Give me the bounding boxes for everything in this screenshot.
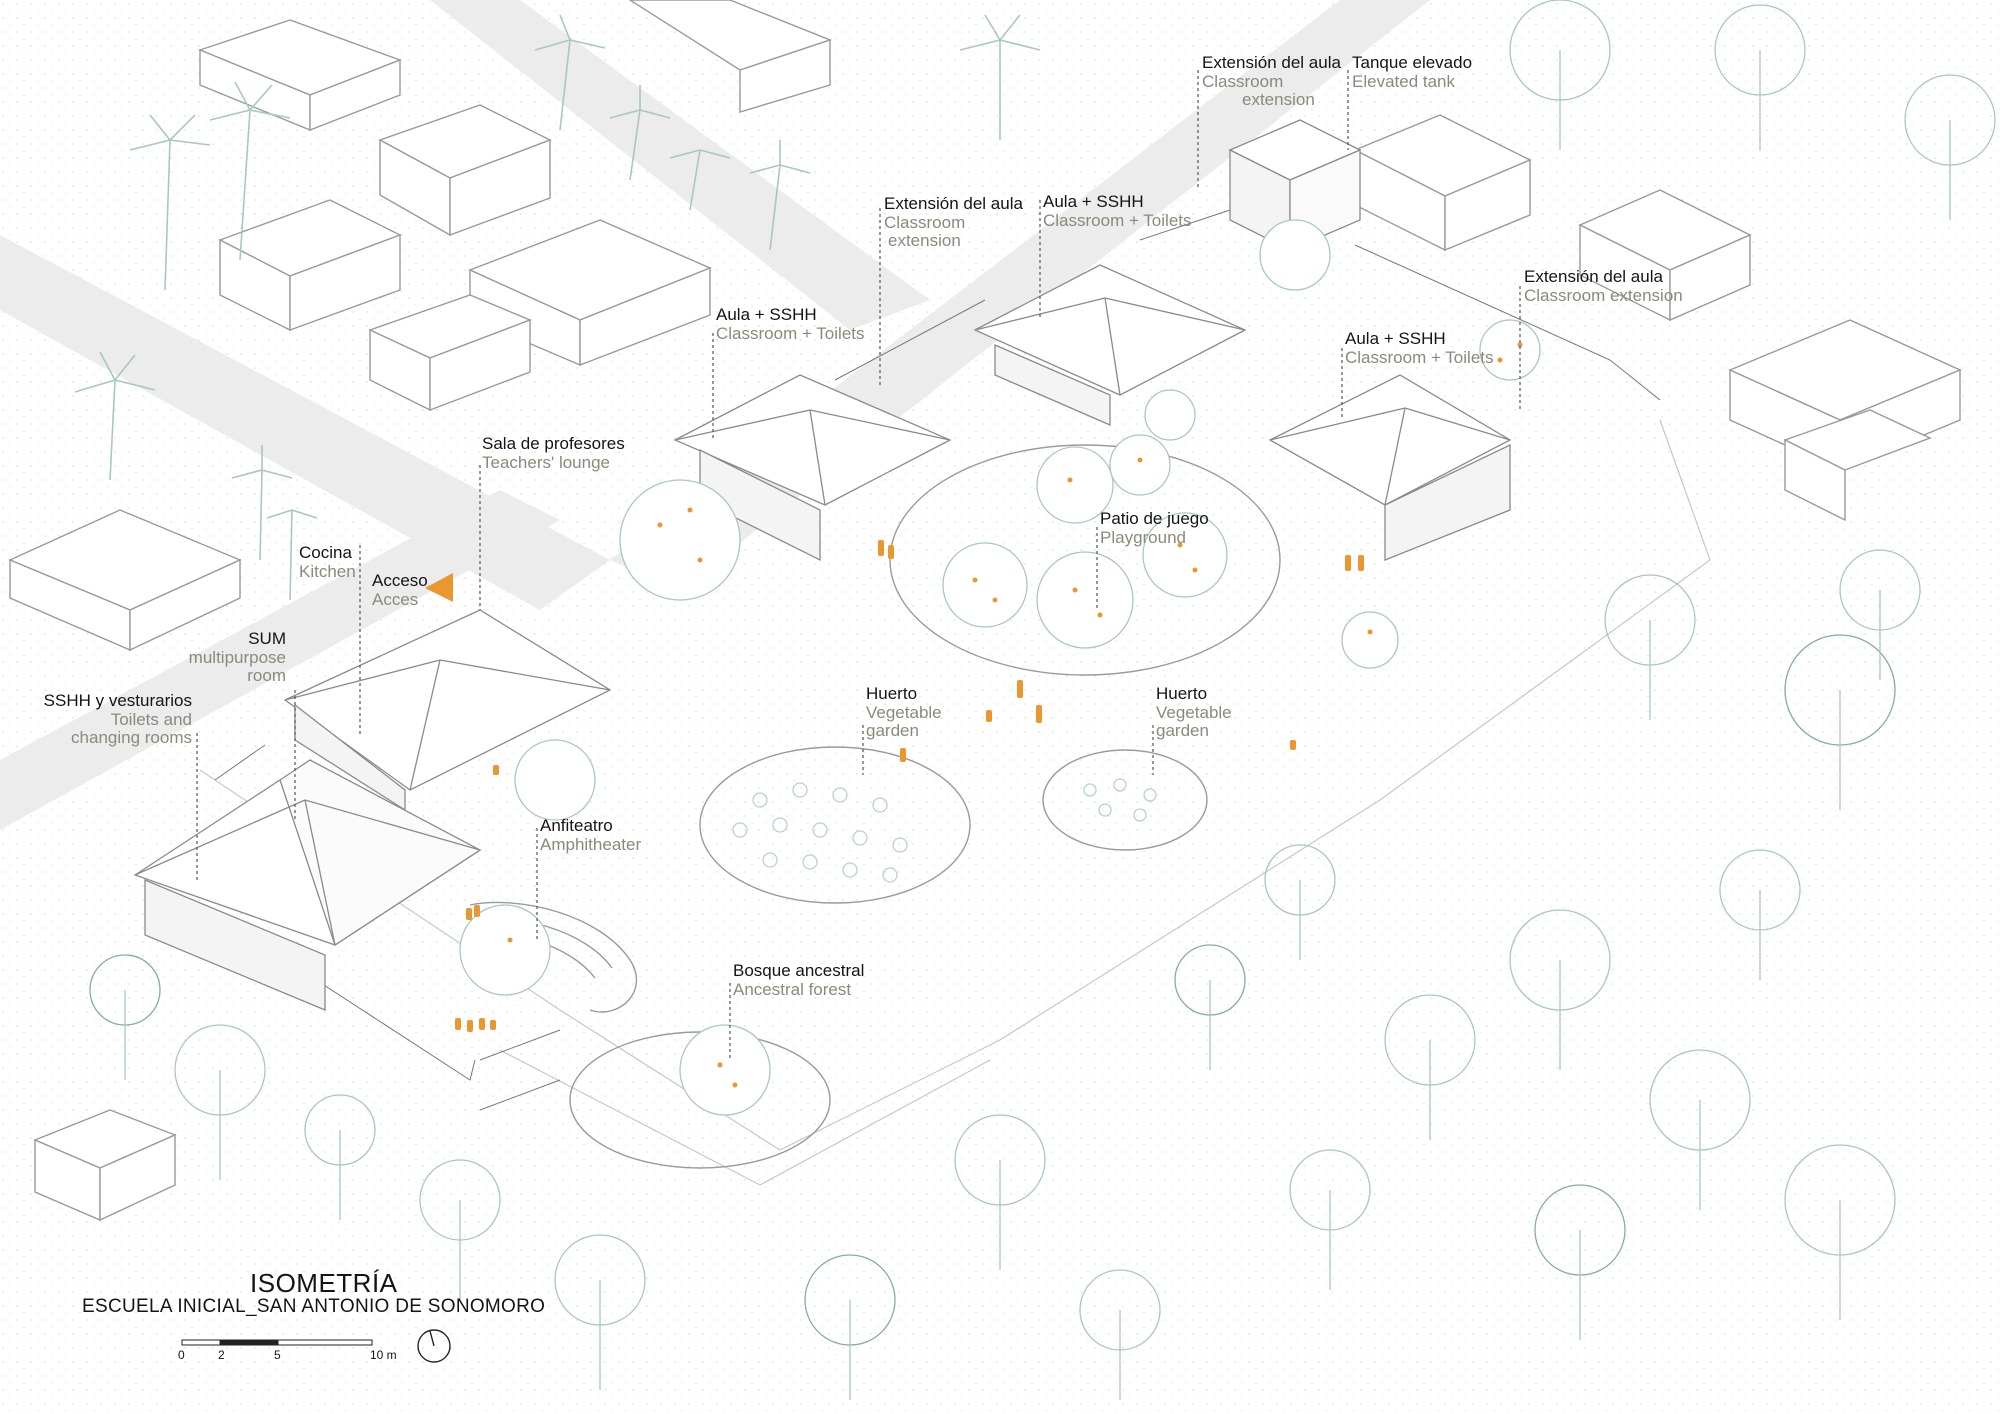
label-en: garden bbox=[866, 721, 919, 741]
access-arrow-icon bbox=[425, 573, 453, 602]
label-elevated-tank: Tanque elevado Elevated tank bbox=[1352, 53, 1473, 91]
label-es: Aula + SSHH bbox=[1345, 329, 1446, 348]
label-classroom-extension-1: Extensión del aula Classroom extension bbox=[884, 194, 1023, 251]
label-en: extension bbox=[888, 231, 961, 251]
label-en: Playground bbox=[1100, 527, 1187, 547]
label-en: Elevated tank bbox=[1352, 71, 1456, 91]
label-amphitheater: Anfiteatro Amphitheater bbox=[540, 816, 642, 854]
label-en: Classroom + Toilets bbox=[1345, 347, 1494, 367]
label-en: Kitchen bbox=[299, 561, 356, 581]
label-en: multipurpose bbox=[188, 647, 286, 667]
label-es: Extensión del aula bbox=[1202, 53, 1341, 72]
city-blocks bbox=[8, 0, 1962, 1222]
label-en: Toilets and bbox=[110, 709, 192, 729]
label-es: Anfiteatro bbox=[540, 816, 613, 835]
site-outline bbox=[199, 419, 1711, 1186]
scale-tick-label: 5 bbox=[274, 1348, 281, 1362]
label-en: Vegetable bbox=[866, 702, 942, 722]
label-es: SUM bbox=[248, 629, 286, 648]
fruit-trees bbox=[459, 219, 1541, 1116]
label-multipurpose-room: SUM multipurpose room bbox=[188, 629, 286, 686]
label-toilets-changing: SSHH y vesturarios Toilets and changing … bbox=[43, 691, 192, 748]
forest-trees bbox=[89, 0, 1996, 1400]
label-playground: Patio de juego Playground bbox=[1100, 509, 1209, 547]
label-classroom-2: Aula + SSHH Classroom + Toilets bbox=[1043, 192, 1192, 230]
label-en: extension bbox=[1242, 90, 1315, 110]
label-en: Amphitheater bbox=[540, 834, 642, 854]
label-es: Sala de profesores bbox=[482, 434, 625, 453]
drawing-title: ISOMETRÍA bbox=[250, 1268, 398, 1298]
label-es: Huerto bbox=[1156, 684, 1208, 703]
label-es: Extensión del aula bbox=[884, 194, 1023, 213]
label-en: Teachers' lounge bbox=[482, 452, 610, 472]
label-en: Classroom + Toilets bbox=[716, 323, 865, 343]
label-en: Vegetable bbox=[1156, 702, 1232, 722]
label-classroom-3: Aula + SSHH Classroom + Toilets bbox=[1345, 329, 1494, 367]
label-es: Patio de juego bbox=[1100, 509, 1209, 528]
label-en: room bbox=[247, 666, 286, 686]
garden-plants bbox=[732, 778, 1157, 883]
scale-bar bbox=[181, 1339, 373, 1346]
fruit-dots bbox=[507, 342, 1523, 1088]
label-access: Acceso Acces bbox=[372, 571, 428, 609]
label-es: Aula + SSHH bbox=[716, 305, 817, 324]
label-es: Tanque elevado bbox=[1352, 53, 1473, 72]
label-es: Extensión del aula bbox=[1524, 267, 1663, 286]
drawing-subtitle: ESCUELA INICIAL_SAN ANTONIO DE SONOMORO bbox=[82, 1296, 546, 1317]
label-en: garden bbox=[1156, 721, 1209, 741]
label-classroom-extension-3: Extensión del aula Classroom extension bbox=[1524, 267, 1683, 305]
label-en: Classroom bbox=[1202, 71, 1284, 91]
scale-tick-label: 2 bbox=[218, 1348, 225, 1362]
label-es: Bosque ancestral bbox=[733, 961, 865, 980]
label-vegetable-garden-1: Huerto Vegetable garden bbox=[866, 684, 942, 741]
scale-tick-label: 0 bbox=[178, 1348, 185, 1362]
label-en: Classroom extension bbox=[1524, 285, 1683, 305]
label-en: Classroom bbox=[884, 212, 966, 232]
label-en: Ancestral forest bbox=[733, 979, 852, 999]
label-classroom-1: Aula + SSHH Classroom + Toilets bbox=[716, 305, 865, 343]
buildings bbox=[133, 119, 1512, 1011]
label-en: Acces bbox=[372, 589, 419, 609]
people bbox=[455, 540, 1364, 1032]
label-classroom-extension-2: Extensión del aula Classroom extension bbox=[1202, 53, 1341, 110]
label-es: Cocina bbox=[299, 543, 352, 562]
label-en: Classroom + Toilets bbox=[1043, 210, 1192, 230]
label-ancestral-forest: Bosque ancestral Ancestral forest bbox=[733, 961, 865, 999]
label-es: Huerto bbox=[866, 684, 918, 703]
label-es: SSHH y vesturarios bbox=[43, 691, 192, 710]
scale-tick-label: 10 m bbox=[370, 1348, 397, 1362]
outdoor-areas bbox=[469, 444, 1281, 1169]
fences bbox=[214, 209, 1661, 1111]
palm-trees bbox=[74, 14, 1041, 601]
leader-lines bbox=[196, 70, 1521, 1060]
north-arrow-icon bbox=[417, 1329, 451, 1363]
label-es: Acceso bbox=[372, 571, 428, 590]
label-kitchen: Cocina Kitchen bbox=[299, 543, 356, 581]
label-vegetable-garden-2: Huerto Vegetable garden bbox=[1156, 684, 1232, 741]
label-es: Aula + SSHH bbox=[1043, 192, 1144, 211]
label-en: changing rooms bbox=[71, 728, 192, 748]
label-teachers-lounge: Sala de profesores Teachers' lounge bbox=[482, 434, 625, 472]
